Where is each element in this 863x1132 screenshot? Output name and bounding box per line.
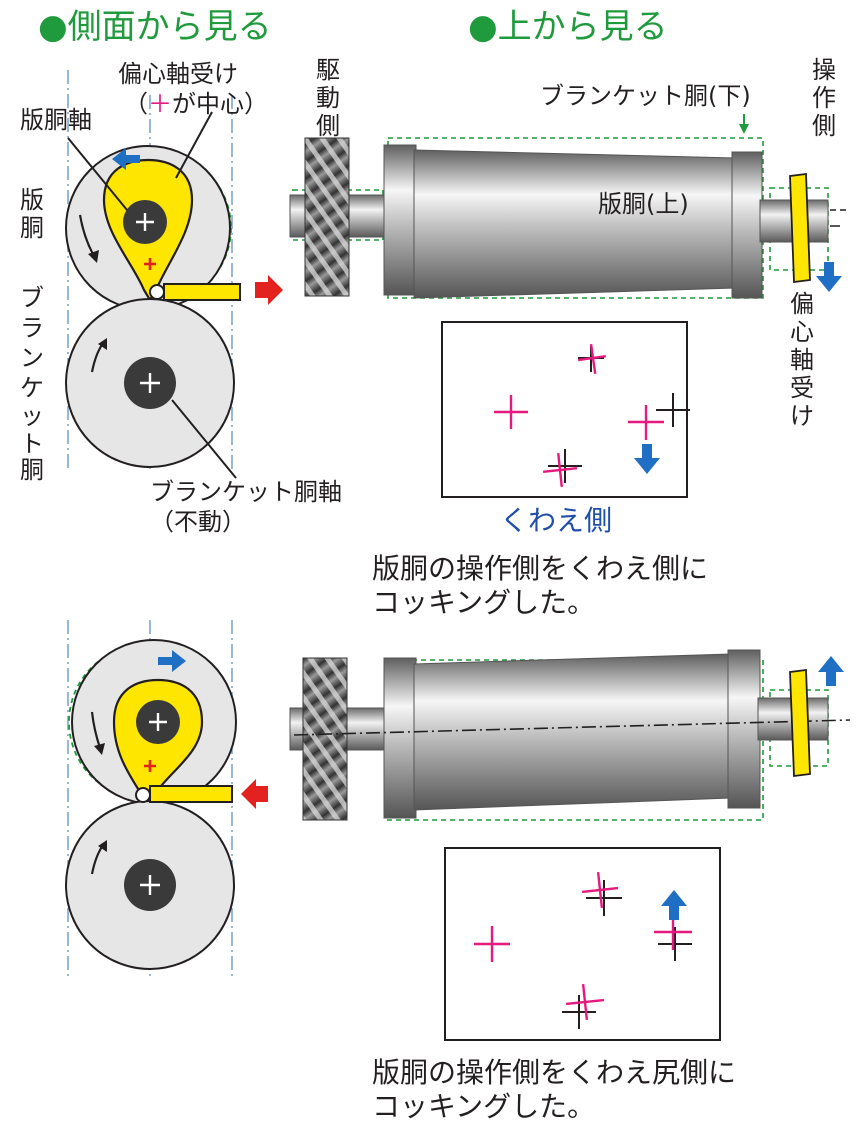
svg-text:駆: 駆 — [316, 56, 340, 84]
bearing-center-cross — [144, 258, 156, 270]
svg-text:心: 心 — [790, 318, 814, 346]
label-gripper-side: くわえ側 — [500, 504, 612, 537]
top-view-bottom — [289, 649, 851, 821]
caption-top-line1: 版胴の操作側をくわえ側に — [372, 552, 708, 585]
arrow-up-icon — [818, 656, 844, 686]
plate-shaft-cross — [136, 213, 154, 231]
label-blanket-lower: ブランケット胴(下) — [540, 82, 751, 110]
label-center-note: （＋が中心） — [124, 90, 268, 118]
green-arrow-head — [739, 124, 749, 134]
svg-text:軸: 軸 — [790, 346, 814, 374]
register-box-top — [441, 321, 690, 498]
svg-text:胴: 胴 — [20, 214, 44, 242]
label-blanket-shaft: ブランケット胴軸 — [150, 478, 342, 506]
label-operation-side: 操 作 側 — [812, 56, 836, 140]
pointer-line — [67, 137, 128, 211]
register-cross-icon — [494, 395, 528, 429]
arrow-right-icon — [158, 650, 186, 672]
collar-left — [383, 657, 417, 819]
svg-text:ン: ン — [20, 344, 44, 372]
plate-shaft-cross — [149, 713, 167, 731]
register-cross-icon — [474, 926, 510, 962]
pointer-line — [175, 111, 213, 179]
lever-pivot — [135, 787, 151, 803]
eccentric-bearing-side — [789, 172, 811, 284]
svg-text:操: 操 — [812, 56, 836, 84]
cocking-lever — [149, 785, 233, 803]
side-view-top: 偏心軸受け （＋が中心） 版胴軸 版 胴 ブ ラ ン ケ ッ ト 胴 ブランケッ… — [20, 60, 342, 536]
label-plate-cylinder: 版 胴 — [20, 186, 44, 242]
pointer-line — [171, 399, 237, 479]
eccentric-bearing-side — [789, 668, 811, 778]
svg-text:ト: ト — [20, 430, 44, 458]
svg-text:ッ: ッ — [20, 402, 44, 430]
label-plate-shaft: 版胴軸 — [20, 106, 92, 134]
bearing-center-cross — [144, 760, 156, 772]
caption-bottom-line1: 版胴の操作側をくわえ尻側に — [372, 1056, 736, 1089]
caption-top-line2: コッキングした。 — [372, 586, 595, 619]
collar-right — [731, 151, 763, 299]
svg-text:胴: 胴 — [20, 456, 44, 484]
label-blanket-shaft-note: （不動） — [150, 508, 246, 536]
blanket-shaft-cross — [140, 373, 160, 393]
svg-text:側: 側 — [316, 112, 340, 140]
plate-cylinder-body — [413, 149, 736, 299]
svg-text:版: 版 — [20, 186, 44, 214]
svg-text:け: け — [790, 402, 814, 430]
rotation-arrow-head — [98, 840, 107, 852]
collar-right — [727, 649, 761, 809]
rotation-arrow-head — [88, 250, 99, 263]
rotation-arrow-head — [94, 743, 105, 755]
drive-gear — [304, 137, 350, 297]
label-eccentric-bearing-vertical: 偏 心 軸 受 け — [790, 290, 814, 430]
blanket-shaft-cross — [140, 875, 160, 895]
arrow-down-icon — [816, 262, 842, 292]
svg-text:作: 作 — [812, 84, 836, 112]
svg-text:ラ: ラ — [20, 314, 44, 342]
svg-text:側: 側 — [812, 112, 836, 140]
caption-bottom-line2: コッキングした。 — [372, 1090, 595, 1123]
cocking-lever — [163, 283, 241, 301]
svg-text:偏: 偏 — [790, 290, 814, 318]
arrow-up-icon — [661, 890, 687, 920]
register-cross-icon — [628, 393, 690, 440]
arrow-left-icon — [241, 779, 268, 809]
svg-text:ブ: ブ — [20, 284, 44, 312]
svg-text:ケ: ケ — [20, 374, 44, 402]
collar-left — [383, 144, 417, 296]
register-cross-icon — [581, 871, 622, 916]
lever-pivot — [149, 284, 165, 300]
register-cross-icon — [562, 983, 605, 1029]
heading-top-view: ●上から見る — [468, 7, 668, 47]
top-view-top: 駆 動 側 操 作 側 ブランケット胴(下) 版胴(上) 偏 心 軸 受 け — [289, 56, 850, 430]
arrow-down-icon — [634, 444, 660, 474]
axis-line — [293, 719, 851, 736]
svg-text:受: 受 — [790, 374, 814, 402]
heading-side-view: ●側面から見る — [38, 7, 272, 47]
drive-gear — [302, 657, 348, 821]
arrow-right-icon — [255, 275, 283, 305]
register-cross-icon — [577, 343, 607, 375]
label-blanket-cylinder: ブ ラ ン ケ ッ ト 胴 — [20, 284, 44, 484]
label-eccentric-bearing: 偏心軸受け — [118, 60, 238, 88]
register-box-bottom — [444, 847, 721, 1041]
label-drive-side: 駆 動 側 — [316, 56, 340, 140]
register-cross-icon — [542, 449, 582, 488]
svg-text:動: 動 — [316, 84, 340, 112]
label-plate-upper: 版胴(上) — [598, 190, 689, 218]
arrow-left-icon — [112, 148, 140, 170]
plate-cylinder-body — [413, 653, 731, 811]
side-view-bottom — [65, 620, 268, 980]
rotation-arrow-head — [98, 338, 107, 350]
